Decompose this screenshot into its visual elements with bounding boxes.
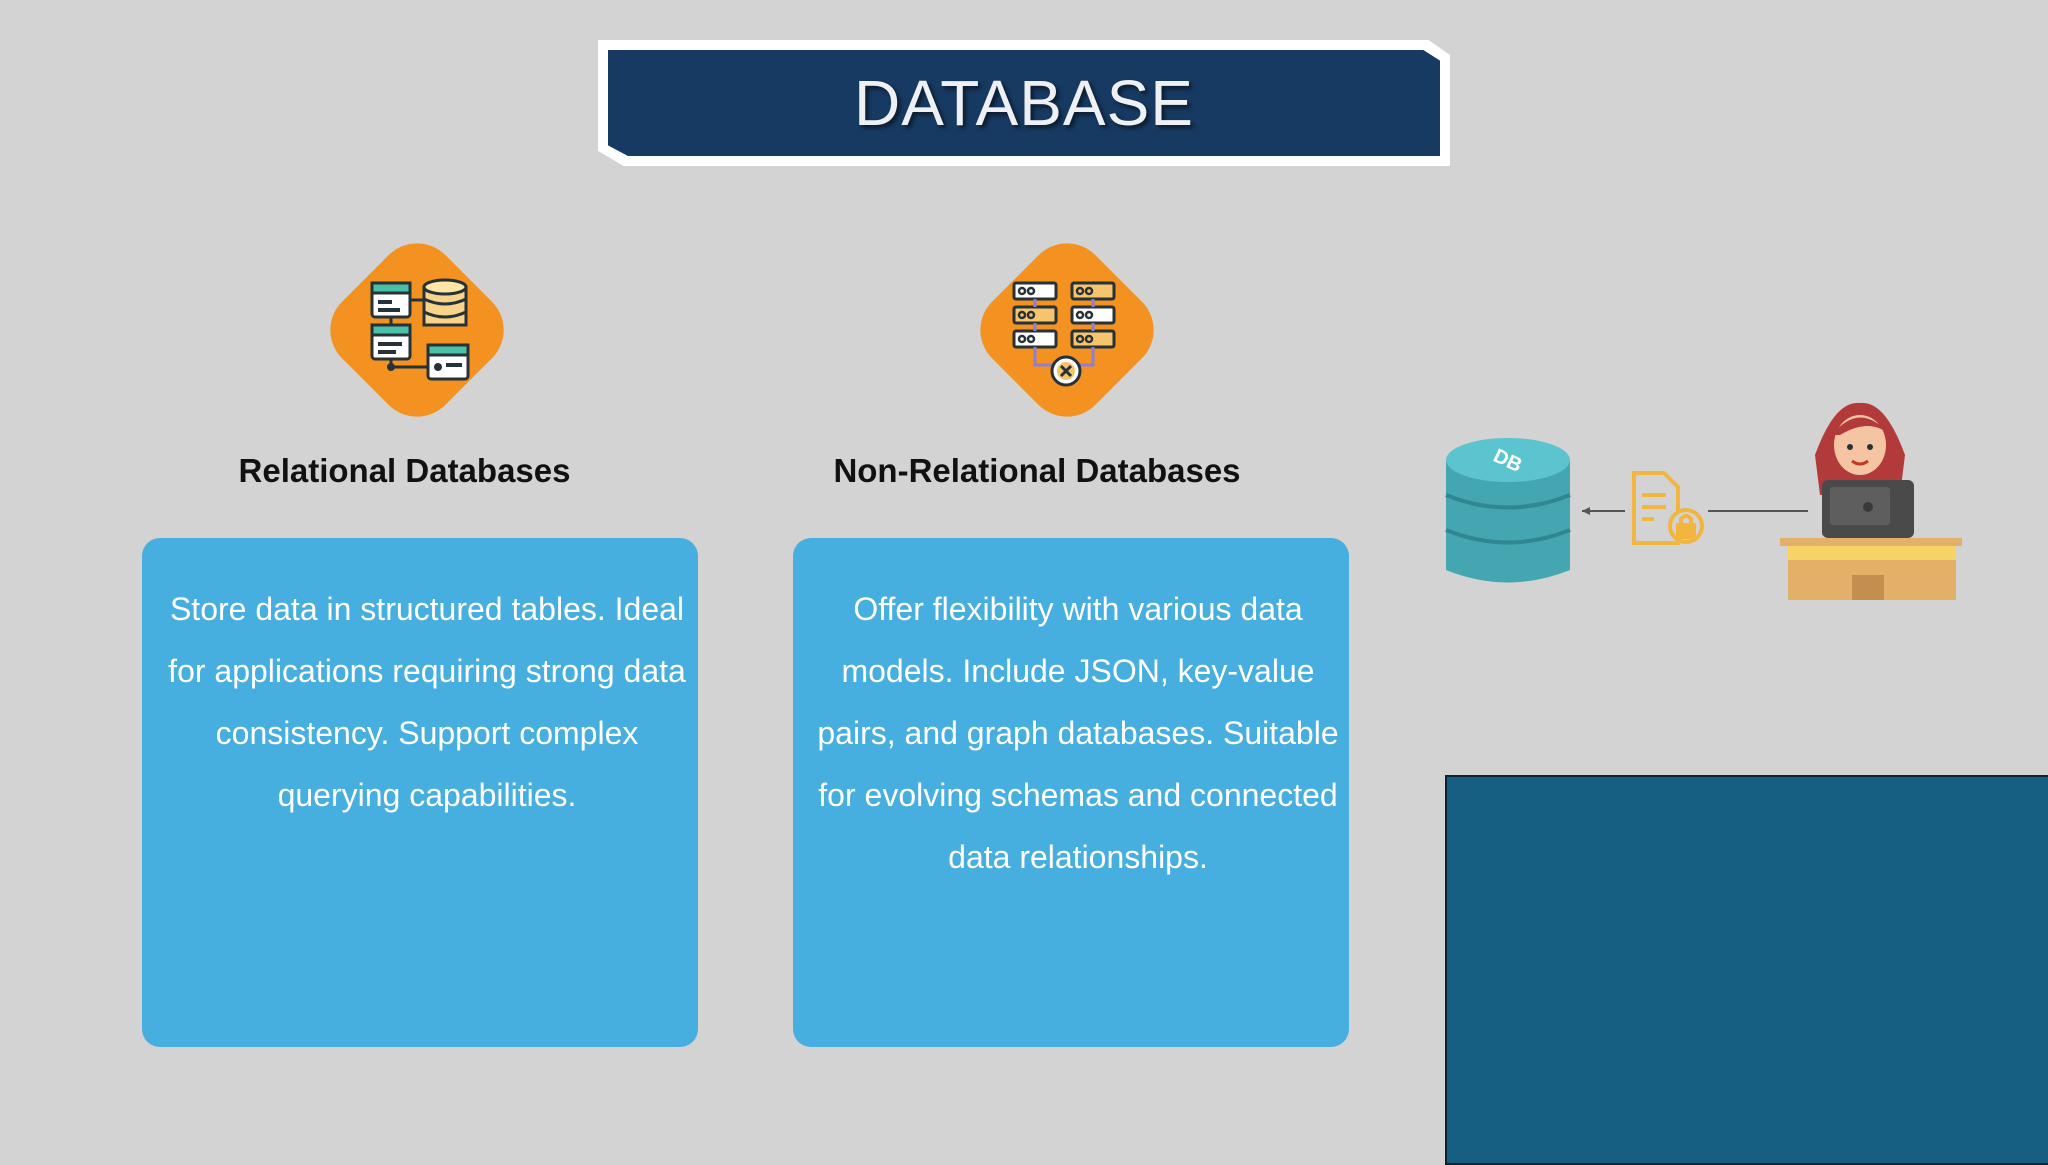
relational-database-icon bbox=[312, 225, 522, 435]
page-title: DATABASE bbox=[854, 67, 1194, 139]
video-panel bbox=[1445, 775, 2048, 1165]
database-access-illustration: DB bbox=[1440, 395, 1970, 610]
woman-at-laptop-icon bbox=[1780, 402, 1962, 600]
title-banner: DATABASE bbox=[608, 50, 1440, 156]
non-relational-heading: Non-Relational Databases bbox=[833, 452, 1241, 489]
relational-description: Store data in structured tables. Ideal f… bbox=[168, 591, 686, 813]
relational-heading: Relational Databases bbox=[238, 452, 571, 489]
non-relational-database-icon bbox=[962, 225, 1172, 435]
locked-document-icon bbox=[1632, 471, 1704, 545]
non-relational-card: Offer flexibility with various data mode… bbox=[793, 538, 1349, 1047]
relational-card: Store data in structured tables. Ideal f… bbox=[142, 538, 698, 1047]
non-relational-description: Offer flexibility with various data mode… bbox=[817, 591, 1339, 875]
database-cylinder-icon: DB bbox=[1445, 438, 1571, 583]
